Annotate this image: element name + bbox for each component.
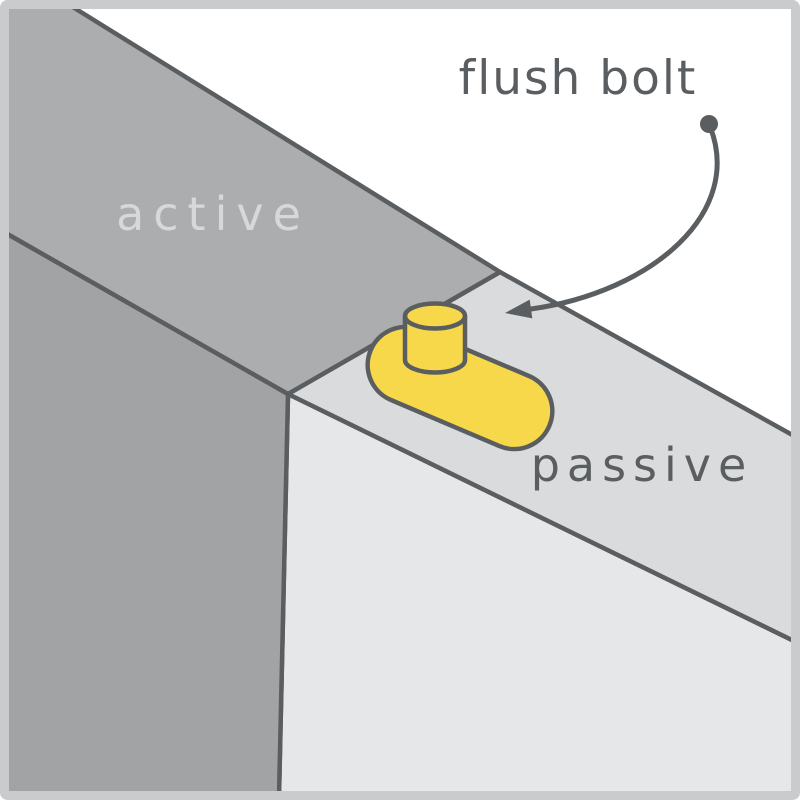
flush-bolt-label: flush bolt: [459, 51, 698, 106]
leader-curve: [528, 121, 720, 312]
active-door-label: active: [116, 187, 310, 241]
flush-bolt-pin-top: [402, 301, 468, 331]
passive-door-label: passive: [531, 438, 754, 492]
flush-bolt-pin-body: [402, 316, 468, 375]
arrowhead-icon: [505, 299, 533, 319]
